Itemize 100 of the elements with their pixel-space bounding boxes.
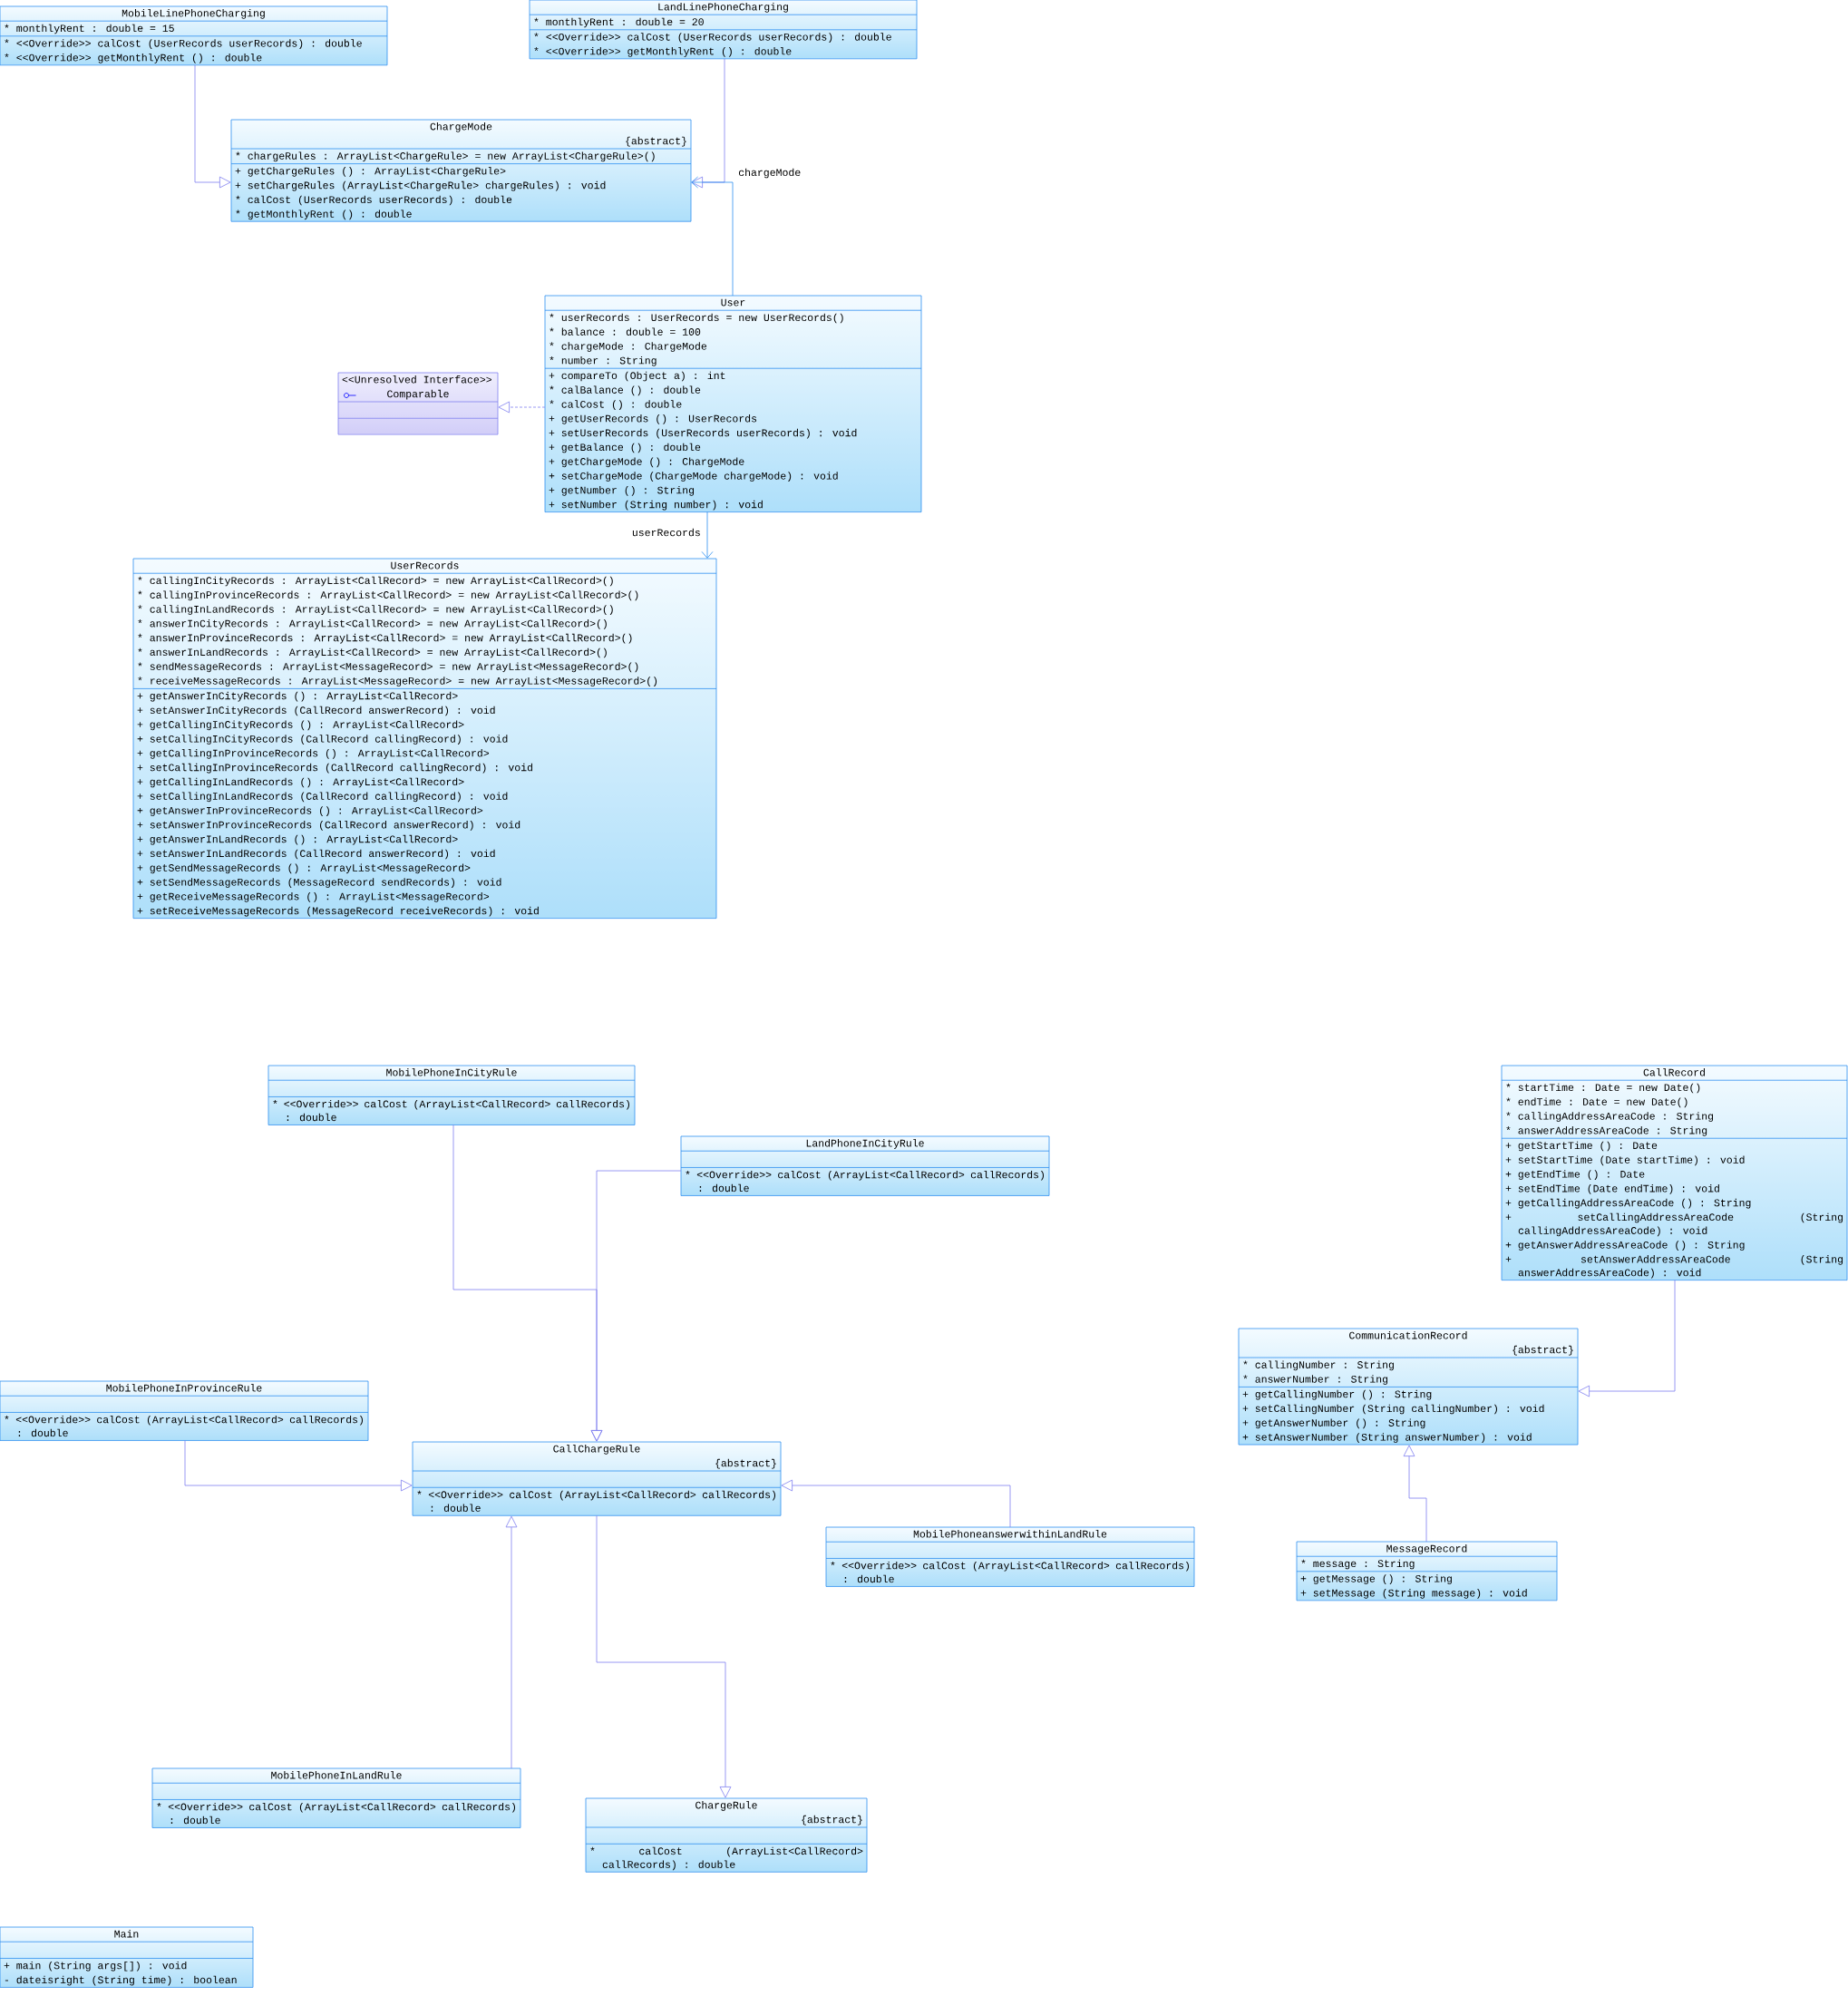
method-text: + main (String args[]) : void	[4, 1961, 187, 1972]
class-box	[230, 119, 692, 222]
class-box	[544, 295, 922, 512]
attribute-text: * callingAddressAreaCode : String	[1506, 1112, 1714, 1122]
attribute-text: * endTime : Date = new Date()	[1506, 1097, 1688, 1108]
method-text: + setCallingInCityRecords (CallRecord callingRecord) : void	[137, 735, 508, 745]
method-text: + setAnswerNumber (String answerNumber) : void	[1242, 1433, 1532, 1443]
generalization-arrow	[590, 1170, 682, 1442]
attribute-text: * answerInLandRecords : ArrayList<CallRecord> = new ArrayList<CallRecord>()	[138, 647, 607, 658]
attribute-text: * number : String	[550, 356, 657, 366]
method-text: + getEndTime () : Date	[1505, 1170, 1645, 1180]
class-box	[1501, 1065, 1848, 1280]
attribute-text: * message : String	[1301, 1559, 1415, 1570]
method-text: * calCost () : double	[550, 400, 682, 410]
method-text: * calCost (ArrayList<CallRecord> callRecords) : double	[590, 1846, 863, 1871]
method-text: + getAnswerInProvinceRecords () : ArrayList<CallRecord>	[137, 806, 483, 816]
class-name: MobileLinePhoneCharging	[122, 9, 265, 19]
method-text: + setCallingInLandRecords (CallRecord callingRecord) : void	[137, 792, 508, 803]
class-name: CallRecord	[1643, 1068, 1705, 1076]
method-text: + setStartTime (Date startTime) : void	[1505, 1155, 1745, 1166]
generalization-arrow	[194, 64, 231, 189]
method-text: * calBalance () : double	[550, 385, 701, 396]
method-text: + setCallingNumber (String callingNumber) : void	[1242, 1404, 1544, 1415]
class-name: MobilePhoneanswerwithinLandRule	[913, 1530, 1107, 1538]
method-text: * <<Override>> calCost (ArrayList<CallRecord> callRecords) : double	[417, 1490, 775, 1512]
attribute-text: * monthlyRent : double = 15	[5, 24, 174, 34]
abstract-label: {abstract}	[715, 1458, 776, 1469]
method-text: + getBalance () : double	[549, 443, 701, 453]
method-text: + setCallingInProvinceRecords (CallRecord callingRecord) : void	[137, 763, 532, 774]
attribute-text: * chargeRules : ArrayList<ChargeRule> = new ArrayList<ChargeRule>()	[236, 151, 655, 162]
method-text: + setEndTime (Date endTime) : void	[1505, 1184, 1719, 1194]
method-text: + getAnswerNumber () : String	[1242, 1418, 1425, 1429]
class-box	[0, 5, 388, 66]
method-text: + setMessage (String message) : void	[1300, 1589, 1527, 1599]
stereotype-label: <<Unresolved Interface>>	[342, 375, 491, 384]
generalization-arrow	[184, 1440, 413, 1492]
method-text: + getChargeRules () : ArrayList<ChargeRule>	[235, 167, 506, 177]
attribute-text: * sendMessageRecords : ArrayList<MessageRecord> = new ArrayList<MessageRecord>()	[138, 662, 638, 673]
method-text: + getNumber () : String	[549, 486, 694, 496]
class-box	[132, 558, 717, 919]
attribute-text: * answerInProvinceRecords : ArrayList<CallRecord> = new ArrayList<CallRecord>()	[138, 633, 632, 644]
generalization-arrow	[505, 1515, 518, 1769]
method-text: * <<Override>> calCost (ArrayList<CallRecord> callRecords) : double	[157, 1802, 515, 1825]
class-name: LandPhoneInCityRule	[806, 1139, 924, 1149]
method-text: + getCallingNumber () : String	[1242, 1389, 1432, 1400]
association-arrow	[691, 176, 734, 297]
method-text: + getSendMessageRecords () : ArrayList<MessageRecord>	[137, 863, 471, 874]
abstract-label: {abstract}	[1512, 1345, 1573, 1356]
generalization-arrow	[781, 1479, 1011, 1528]
method-text: * <<Override>> calCost (ArrayList<CallRecord> callRecords) : double	[831, 1561, 1189, 1583]
method-text: * <<Override>> calCost (UserRecords userRecords) : double	[5, 39, 362, 49]
method-text: + getChargeMode () : ChargeMode	[549, 457, 744, 468]
method-text: + setCallingAddressAreaCode (String callingAddressAreaCode) : void	[1505, 1212, 1843, 1237]
class-name: MobilePhoneInProvinceRule	[106, 1384, 262, 1392]
method-text: + getAnswerInCityRecords () : ArrayList<CallRecord>	[137, 691, 458, 702]
realization-arrow	[498, 401, 546, 414]
attribute-text: * answerNumber : String	[1243, 1375, 1388, 1385]
method-text: + getMessage () : String	[1300, 1574, 1452, 1584]
class-box	[1296, 1541, 1558, 1602]
method-text: + setAnswerInCityRecords (CallRecord answerRecord) : void	[137, 706, 495, 716]
method-text: + getUserRecords () : UserRecords	[549, 414, 757, 424]
abstract-label: {abstract}	[802, 1815, 862, 1826]
class-name: LandLinePhoneCharging	[658, 3, 788, 13]
class-box	[0, 1380, 369, 1441]
method-text: * <<Override>> calCost (ArrayList<CallRecord> callRecords) : double	[273, 1099, 629, 1122]
association-arrow	[701, 511, 714, 559]
method-text: * calCost (UserRecords userRecords) : double	[236, 195, 512, 206]
method-text: * <<Override>> calCost (ArrayList<CallRecord> callRecords) : double	[686, 1170, 1044, 1193]
edge-label: userRecords	[632, 528, 700, 537]
attribute-text: * receiveMessageRecords : ArrayList<MessageRecord> = new ArrayList<MessageRecord>()	[138, 677, 657, 686]
class-box	[680, 1135, 1050, 1196]
method-text: + setChargeRules (ArrayList<ChargeRule> chargeRules) : void	[235, 180, 606, 191]
attribute-text: * balance : double = 100	[550, 327, 701, 336]
attribute-text: * startTime : Date = new Date()	[1506, 1083, 1700, 1094]
class-box	[412, 1441, 782, 1516]
method-text: + getStartTime () : Date	[1505, 1141, 1658, 1152]
class-name: MobilePhoneInCityRule	[386, 1068, 517, 1078]
method-text: * <<Override>> getMonthlyRent () : double	[534, 47, 792, 57]
attribute-text: * monthlyRent : double = 20	[534, 17, 704, 28]
class-name: MessageRecord	[1386, 1544, 1467, 1554]
generalization-arrow	[1578, 1280, 1676, 1397]
method-text: + setChargeMode (ChargeMode chargeMode) : void	[549, 472, 838, 482]
abstract-label: {abstract}	[626, 136, 686, 147]
class-box	[1238, 1328, 1579, 1446]
class-name: UserRecords	[391, 561, 459, 570]
generalization-arrow	[596, 1514, 732, 1798]
method-text: + setUserRecords (UserRecords userRecords) : void	[549, 428, 857, 439]
method-text: + getCallingInLandRecords () : ArrayList<CallRecord>	[137, 777, 464, 788]
method-text: + compareTo (Object a) : int	[549, 371, 725, 382]
method-text: + setAnswerAddressAreaCode (String answerAddressAreaCode) : void	[1505, 1255, 1843, 1279]
class-box	[151, 1767, 521, 1828]
class-name: CallChargeRule	[553, 1445, 640, 1455]
attribute-text: * callingInCityRecords : ArrayList<CallRecord> = new ArrayList<CallRecord>()	[138, 576, 613, 587]
generalization-arrow	[1403, 1445, 1427, 1543]
method-text: + getAnswerInLandRecords () : ArrayList<CallRecord>	[137, 834, 458, 845]
attribute-text: * callingNumber : String	[1243, 1360, 1394, 1371]
attribute-text: * callingInProvinceRecords : ArrayList<CallRecord> = new ArrayList<CallRecord>()	[138, 590, 638, 601]
method-text: * <<Override>> getMonthlyRent () : double	[5, 54, 262, 63]
class-name: User	[721, 298, 745, 307]
method-text: + setReceiveMessageRecords (MessageRecord receiveRecords) : void	[137, 906, 539, 917]
